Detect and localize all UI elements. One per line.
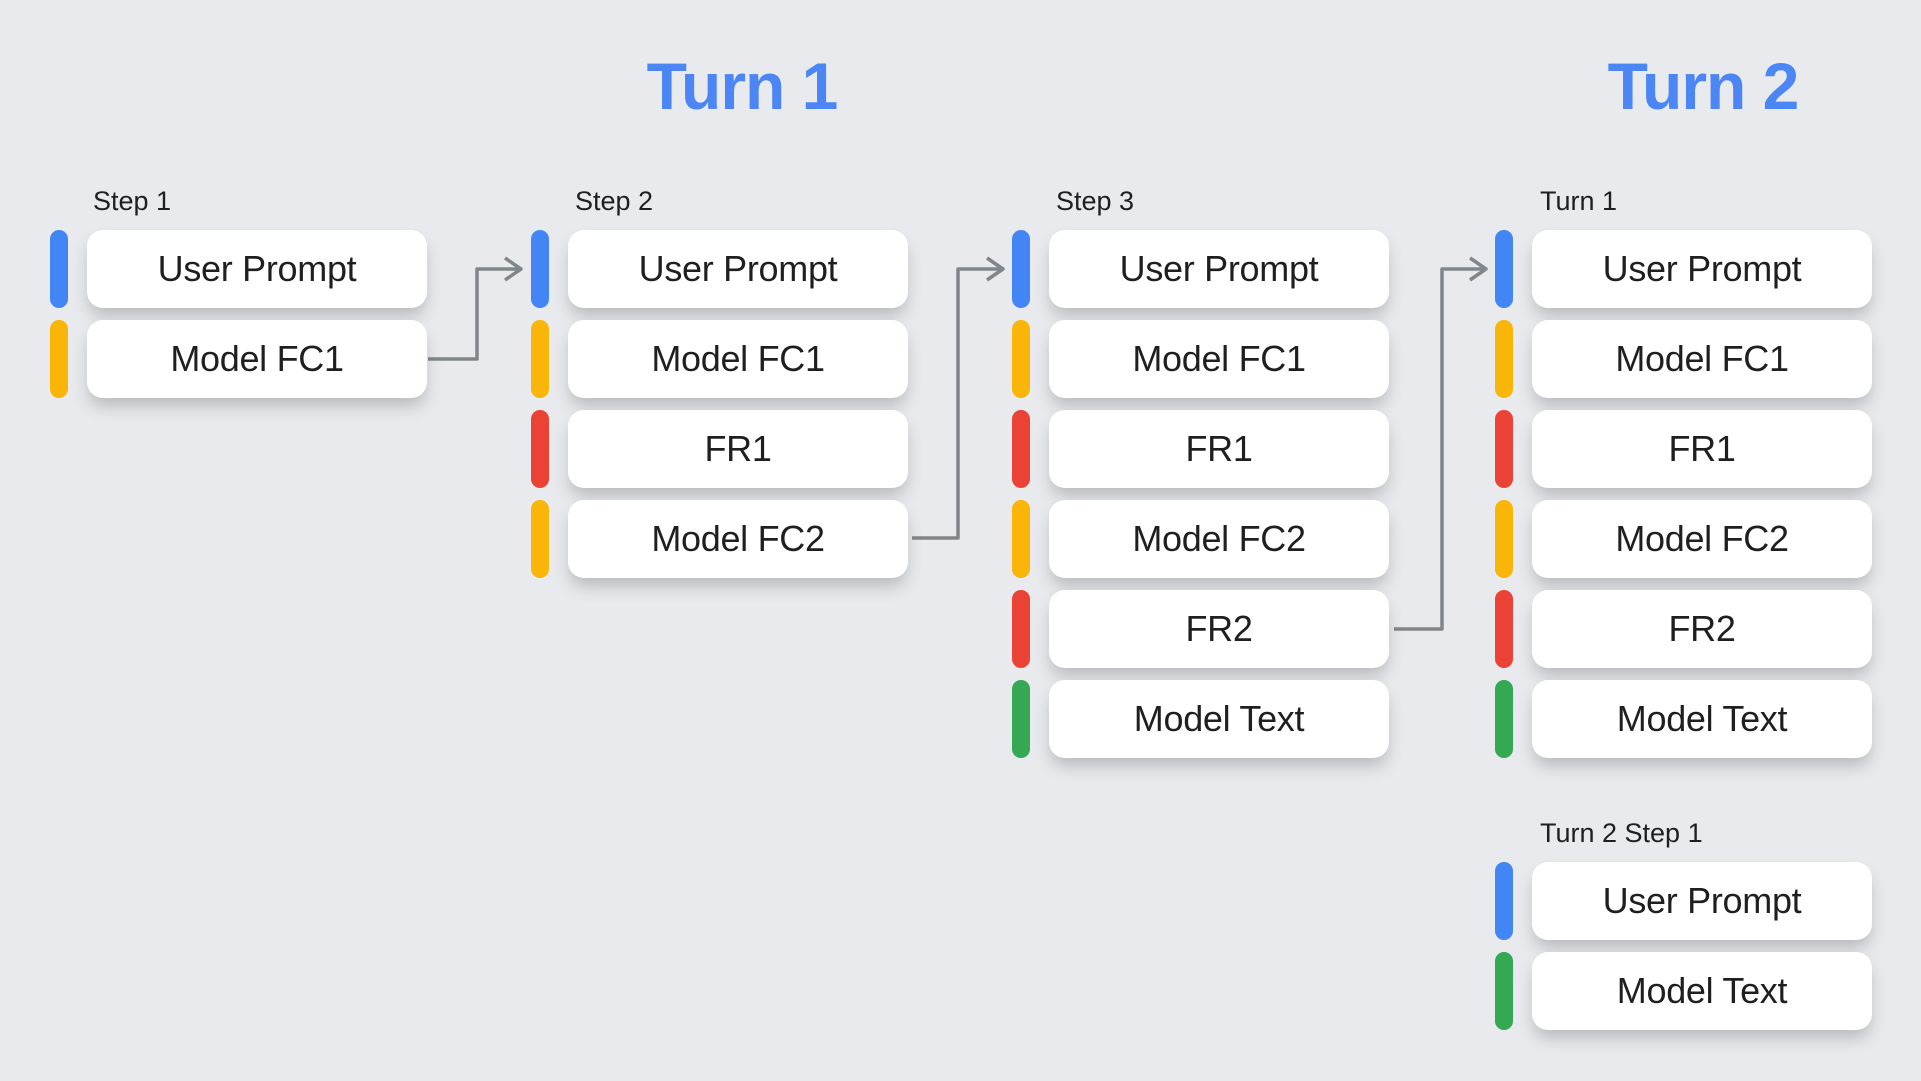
model-fc1-color-bar: [1012, 320, 1030, 398]
fr2-box: FR2: [1532, 590, 1872, 668]
user-prompt-box: User Prompt: [87, 230, 427, 308]
step-2-label: Step 2: [575, 186, 654, 216]
arrow-step2-to-step3: [912, 256, 1005, 540]
model-text-color-bar: [1012, 680, 1030, 758]
turn-2-title: Turn 2: [1607, 49, 1800, 123]
model-fc2-box: Model FC2: [568, 500, 908, 578]
user-prompt-box: User Prompt: [1532, 862, 1872, 940]
model-fc1-box: Model FC1: [1532, 320, 1872, 398]
user-prompt-color-bar: [1495, 230, 1513, 308]
fr2-color-bar: [1012, 590, 1030, 668]
step-1-label: Step 1: [93, 186, 172, 216]
model-text-box: Model Text: [1532, 952, 1872, 1030]
arrow-step3-to-turn1: [1394, 256, 1488, 631]
fr1-color-bar: [531, 410, 549, 488]
model-fc2-box: Model FC2: [1049, 500, 1389, 578]
model-fc1-box: Model FC1: [568, 320, 908, 398]
turn-1-history-label: Turn 1: [1540, 186, 1618, 216]
user-prompt-box: User Prompt: [1532, 230, 1872, 308]
fr2-box: FR2: [1049, 590, 1389, 668]
user-prompt-box: User Prompt: [568, 230, 908, 308]
model-text-box: Model Text: [1049, 680, 1389, 758]
turn-1-title: Turn 1: [646, 49, 839, 123]
model-fc1-box: Model FC1: [87, 320, 427, 398]
model-fc1-box: Model FC1: [1049, 320, 1389, 398]
model-fc2-box: Model FC2: [1532, 500, 1872, 578]
fr1-box: FR1: [568, 410, 908, 488]
user-prompt-color-bar: [531, 230, 549, 308]
model-fc2-color-bar: [1495, 500, 1513, 578]
model-fc1-color-bar: [50, 320, 68, 398]
fr2-color-bar: [1495, 590, 1513, 668]
arrow-step1-to-step2: [428, 256, 523, 361]
model-fc2-color-bar: [1012, 500, 1030, 578]
fr1-box: FR1: [1049, 410, 1389, 488]
user-prompt-color-bar: [1495, 862, 1513, 940]
user-prompt-color-bar: [50, 230, 68, 308]
model-text-color-bar: [1495, 680, 1513, 758]
model-text-box: Model Text: [1532, 680, 1872, 758]
fr1-box: FR1: [1532, 410, 1872, 488]
fr1-color-bar: [1012, 410, 1030, 488]
fr1-color-bar: [1495, 410, 1513, 488]
turn-2-step-1-label: Turn 2 Step 1: [1540, 818, 1703, 848]
model-fc2-color-bar: [531, 500, 549, 578]
model-text-color-bar: [1495, 952, 1513, 1030]
user-prompt-color-bar: [1012, 230, 1030, 308]
user-prompt-box: User Prompt: [1049, 230, 1389, 308]
model-fc1-color-bar: [531, 320, 549, 398]
step-3-label: Step 3: [1056, 186, 1135, 216]
model-fc1-color-bar: [1495, 320, 1513, 398]
